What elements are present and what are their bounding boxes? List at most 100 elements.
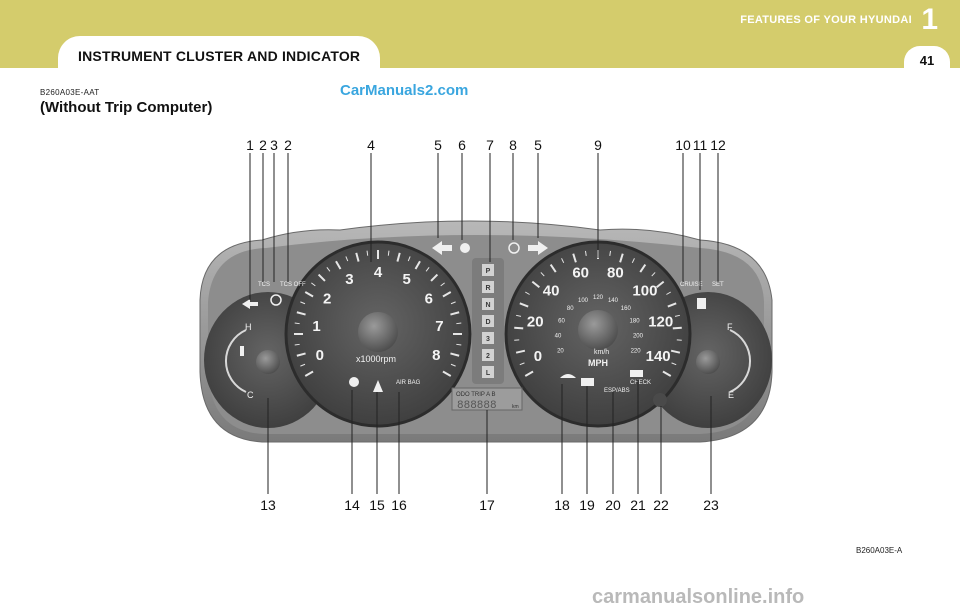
tachometer-ticks — [294, 250, 462, 377]
chapter-title: FEATURES OF YOUR HYUNDAI — [740, 14, 912, 26]
speed-tick — [667, 302, 677, 308]
speed-tick — [561, 258, 565, 264]
odometer-digits: 888888 — [457, 400, 497, 412]
callout-number: 10 — [675, 137, 691, 153]
odometer-unit: km — [512, 404, 519, 410]
temp-hub — [256, 350, 280, 374]
gear-letter: 3 — [486, 336, 490, 343]
tach-tick — [366, 250, 369, 256]
tach-number: 3 — [345, 271, 353, 288]
callout-number: 4 — [367, 137, 375, 153]
tach-tick — [317, 273, 326, 282]
speed-tick — [572, 253, 577, 263]
oil-pressure-icon — [560, 374, 576, 378]
tach-tick — [294, 322, 300, 325]
speed-kmh-number: 220 — [631, 349, 642, 355]
speed-mph-number: 120 — [648, 313, 673, 330]
footer-watermark[interactable]: carmanualsonline.info — [592, 586, 805, 608]
tach-tick — [407, 256, 411, 262]
site-watermark[interactable]: CarManuals2.com — [340, 82, 469, 99]
callout-number: 2 — [259, 137, 267, 153]
callout-number: 14 — [344, 497, 360, 513]
page-tab — [904, 46, 950, 76]
speed-tick — [651, 272, 656, 277]
callout-number: 7 — [486, 137, 494, 153]
left-turn-arrow-icon — [432, 241, 452, 255]
speed-tick — [674, 314, 681, 317]
callout-number: 18 — [554, 497, 570, 513]
tach-number: 6 — [425, 290, 433, 307]
tach-tick — [387, 250, 390, 256]
temp-hot-label: H — [245, 322, 252, 332]
tach-tick — [450, 363, 456, 367]
gear-box — [482, 298, 494, 310]
speed-unit: MPH — [588, 358, 608, 368]
speed-kmh-number: 100 — [578, 298, 589, 304]
temp-warning-icon — [240, 346, 244, 356]
section-code: B260A03E-AAT — [40, 88, 100, 97]
speed-tick — [609, 250, 612, 256]
callout-number: 6 — [458, 137, 466, 153]
fuel-pump-icon — [697, 298, 706, 309]
speed-tick — [670, 349, 681, 354]
odometer-labels: ODO TRIP A B — [456, 392, 495, 398]
tach-tick — [450, 301, 456, 305]
tach-tick — [456, 322, 462, 325]
callout-number: 23 — [703, 497, 719, 513]
callout-number: 13 — [260, 497, 276, 513]
tach-tick — [430, 273, 439, 282]
speed-tick — [584, 250, 587, 256]
gear-letter: L — [486, 370, 491, 377]
fog-light-icon — [508, 242, 520, 254]
speed-tick — [549, 264, 557, 273]
esp-label: ESP/ABS — [604, 388, 630, 394]
tach-tick — [304, 291, 314, 298]
gear-letter: P — [486, 268, 491, 275]
gear-box — [482, 264, 494, 276]
tach-tick — [440, 282, 445, 287]
callout-number: 16 — [391, 497, 407, 513]
tach-unit: x1000rpm — [356, 354, 396, 364]
tach-tick — [442, 370, 452, 377]
callout-number: 8 — [509, 137, 517, 153]
tach-number: 5 — [402, 271, 410, 288]
subtitle: (Without Trip Computer) — [40, 99, 213, 116]
speed-tick — [639, 264, 647, 273]
fuel-full-label: F — [727, 322, 733, 332]
gear-letter: D — [485, 319, 490, 326]
tach-number: 1 — [312, 318, 320, 335]
tach-tick — [335, 260, 342, 270]
fuel-empty-label: E — [728, 390, 734, 400]
speed-kmh-number: 80 — [567, 306, 574, 312]
tach-tick — [296, 311, 306, 316]
speed-tick — [531, 280, 540, 289]
gear-box — [482, 281, 494, 293]
indicator-dot-icon — [653, 393, 667, 407]
callout-number: 3 — [270, 137, 278, 153]
speed-mph-number: 140 — [646, 348, 671, 365]
page-number: 41 — [919, 53, 935, 68]
esp-icon — [270, 294, 282, 306]
tach-tick — [296, 352, 306, 357]
bottom-callout-lines — [267, 380, 712, 494]
speed-mph-number: 40 — [543, 282, 560, 299]
tcs-label: TCS — [258, 282, 270, 288]
tach-tick — [294, 343, 300, 346]
tach-number: 7 — [435, 318, 443, 335]
callout-number: 9 — [594, 137, 602, 153]
gear-box — [482, 332, 494, 344]
callout-number: 21 — [630, 497, 646, 513]
speed-tick — [656, 280, 665, 289]
speed-kmh-number: 40 — [555, 334, 562, 340]
tach-tick — [300, 301, 306, 305]
callout-number: 22 — [653, 497, 669, 513]
speed-kmh-number: 20 — [557, 349, 564, 355]
tach-tick — [414, 260, 421, 270]
tach-number: 4 — [374, 264, 383, 281]
section-title: INSTRUMENT CLUSTER AND INDICATOR — [78, 48, 361, 64]
temp-cold-label: C — [247, 390, 254, 400]
speed-tick — [672, 326, 682, 330]
